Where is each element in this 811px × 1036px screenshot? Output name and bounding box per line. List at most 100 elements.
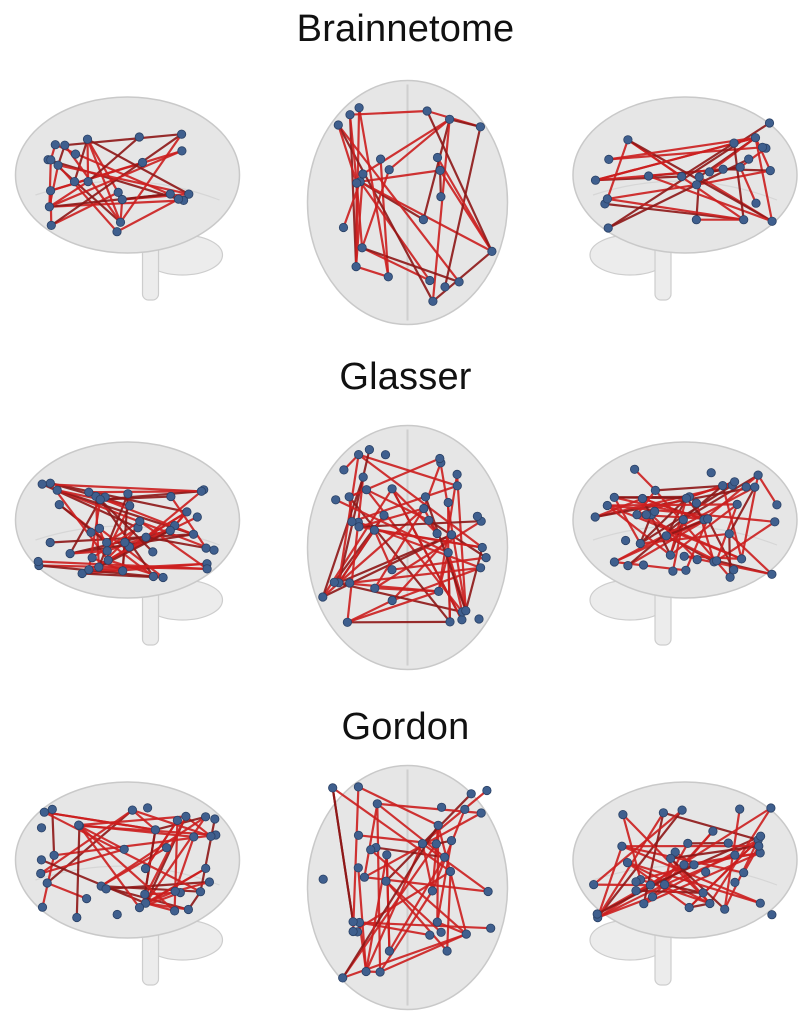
brain-glasser-top-view xyxy=(306,424,509,671)
region-node xyxy=(345,578,355,588)
region-node xyxy=(435,165,445,176)
region-node xyxy=(120,537,130,548)
region-node xyxy=(372,799,382,809)
brain-glasser-left-view xyxy=(14,441,241,646)
brain-shell xyxy=(14,441,241,599)
region-node xyxy=(331,495,341,505)
region-node xyxy=(590,512,600,522)
region-node xyxy=(475,122,485,132)
region-node xyxy=(339,465,349,475)
region-node xyxy=(609,557,620,567)
region-node xyxy=(77,568,87,579)
region-node xyxy=(113,187,123,198)
region-node xyxy=(342,617,353,627)
region-node xyxy=(333,120,343,130)
connection-edge xyxy=(354,265,390,278)
region-node xyxy=(623,561,633,571)
region-node xyxy=(358,169,368,179)
connection-edge xyxy=(46,881,88,900)
connection-edge xyxy=(692,851,762,866)
region-node xyxy=(384,165,394,175)
region-node xyxy=(708,826,718,836)
connection-edge xyxy=(388,118,451,171)
region-node xyxy=(631,877,641,887)
region-node xyxy=(437,802,447,812)
region-node xyxy=(387,595,397,606)
connection-edge xyxy=(131,808,212,838)
region-node xyxy=(352,178,362,188)
region-node xyxy=(750,133,761,143)
connection-edge xyxy=(364,853,388,973)
region-node xyxy=(730,877,740,888)
region-node xyxy=(476,808,486,818)
connection-edge xyxy=(642,851,762,905)
brainstem xyxy=(141,244,160,301)
connection-edge xyxy=(431,808,466,892)
region-node xyxy=(739,868,749,878)
region-node xyxy=(691,498,701,508)
region-node xyxy=(476,563,486,573)
region-node xyxy=(210,814,220,824)
region-node xyxy=(379,510,389,520)
region-node xyxy=(452,469,462,480)
region-node xyxy=(182,507,192,517)
connection-edge xyxy=(77,815,187,827)
region-node xyxy=(754,841,764,851)
connection-edge xyxy=(754,136,772,172)
region-node xyxy=(82,894,92,904)
region-node xyxy=(678,515,688,525)
region-node xyxy=(445,114,455,124)
brain-brainnetome-left-view xyxy=(14,96,241,301)
connection-edge xyxy=(388,856,446,953)
connection-edge xyxy=(50,133,183,227)
connection-edge xyxy=(144,819,179,870)
connection-edge xyxy=(337,448,371,584)
region-node xyxy=(369,525,380,535)
region-node xyxy=(375,967,385,977)
connection-edge xyxy=(607,146,764,161)
region-node xyxy=(706,468,716,478)
region-node xyxy=(630,464,640,474)
connection-edge xyxy=(376,802,382,974)
region-node xyxy=(767,910,777,920)
connection-edge xyxy=(436,156,493,253)
connection-edge xyxy=(448,118,482,128)
region-node xyxy=(117,194,127,205)
region-node xyxy=(158,572,168,583)
region-node xyxy=(772,500,782,510)
connection-edge xyxy=(742,844,760,874)
region-node xyxy=(52,485,62,495)
region-node xyxy=(354,522,364,532)
connection-edge xyxy=(363,802,379,879)
region-node xyxy=(446,836,457,846)
region-node xyxy=(770,517,780,527)
connection-edge xyxy=(348,109,429,116)
connection-edge xyxy=(138,520,209,570)
region-node xyxy=(69,177,80,187)
connection-edge xyxy=(48,199,185,208)
region-node xyxy=(638,560,649,570)
region-node xyxy=(47,804,57,815)
region-node xyxy=(735,804,745,814)
region-node xyxy=(36,823,47,833)
brain-gordon-left-view xyxy=(14,781,241,986)
region-node xyxy=(141,898,151,908)
region-node xyxy=(112,227,122,237)
region-node xyxy=(435,453,445,464)
region-node xyxy=(54,500,64,510)
region-node xyxy=(443,497,453,508)
region-node xyxy=(60,140,70,150)
region-node xyxy=(70,149,81,159)
connection-edge xyxy=(144,490,203,539)
connection-edge xyxy=(596,808,684,919)
region-node xyxy=(118,566,128,576)
connection-edge xyxy=(78,824,126,851)
region-node xyxy=(698,888,708,898)
region-node xyxy=(679,551,689,561)
connection-edge xyxy=(331,786,355,923)
connection-edge xyxy=(78,824,176,912)
region-node xyxy=(387,565,397,575)
region-node xyxy=(195,887,206,897)
connection-edge xyxy=(43,811,157,831)
connection-edge xyxy=(728,532,773,576)
